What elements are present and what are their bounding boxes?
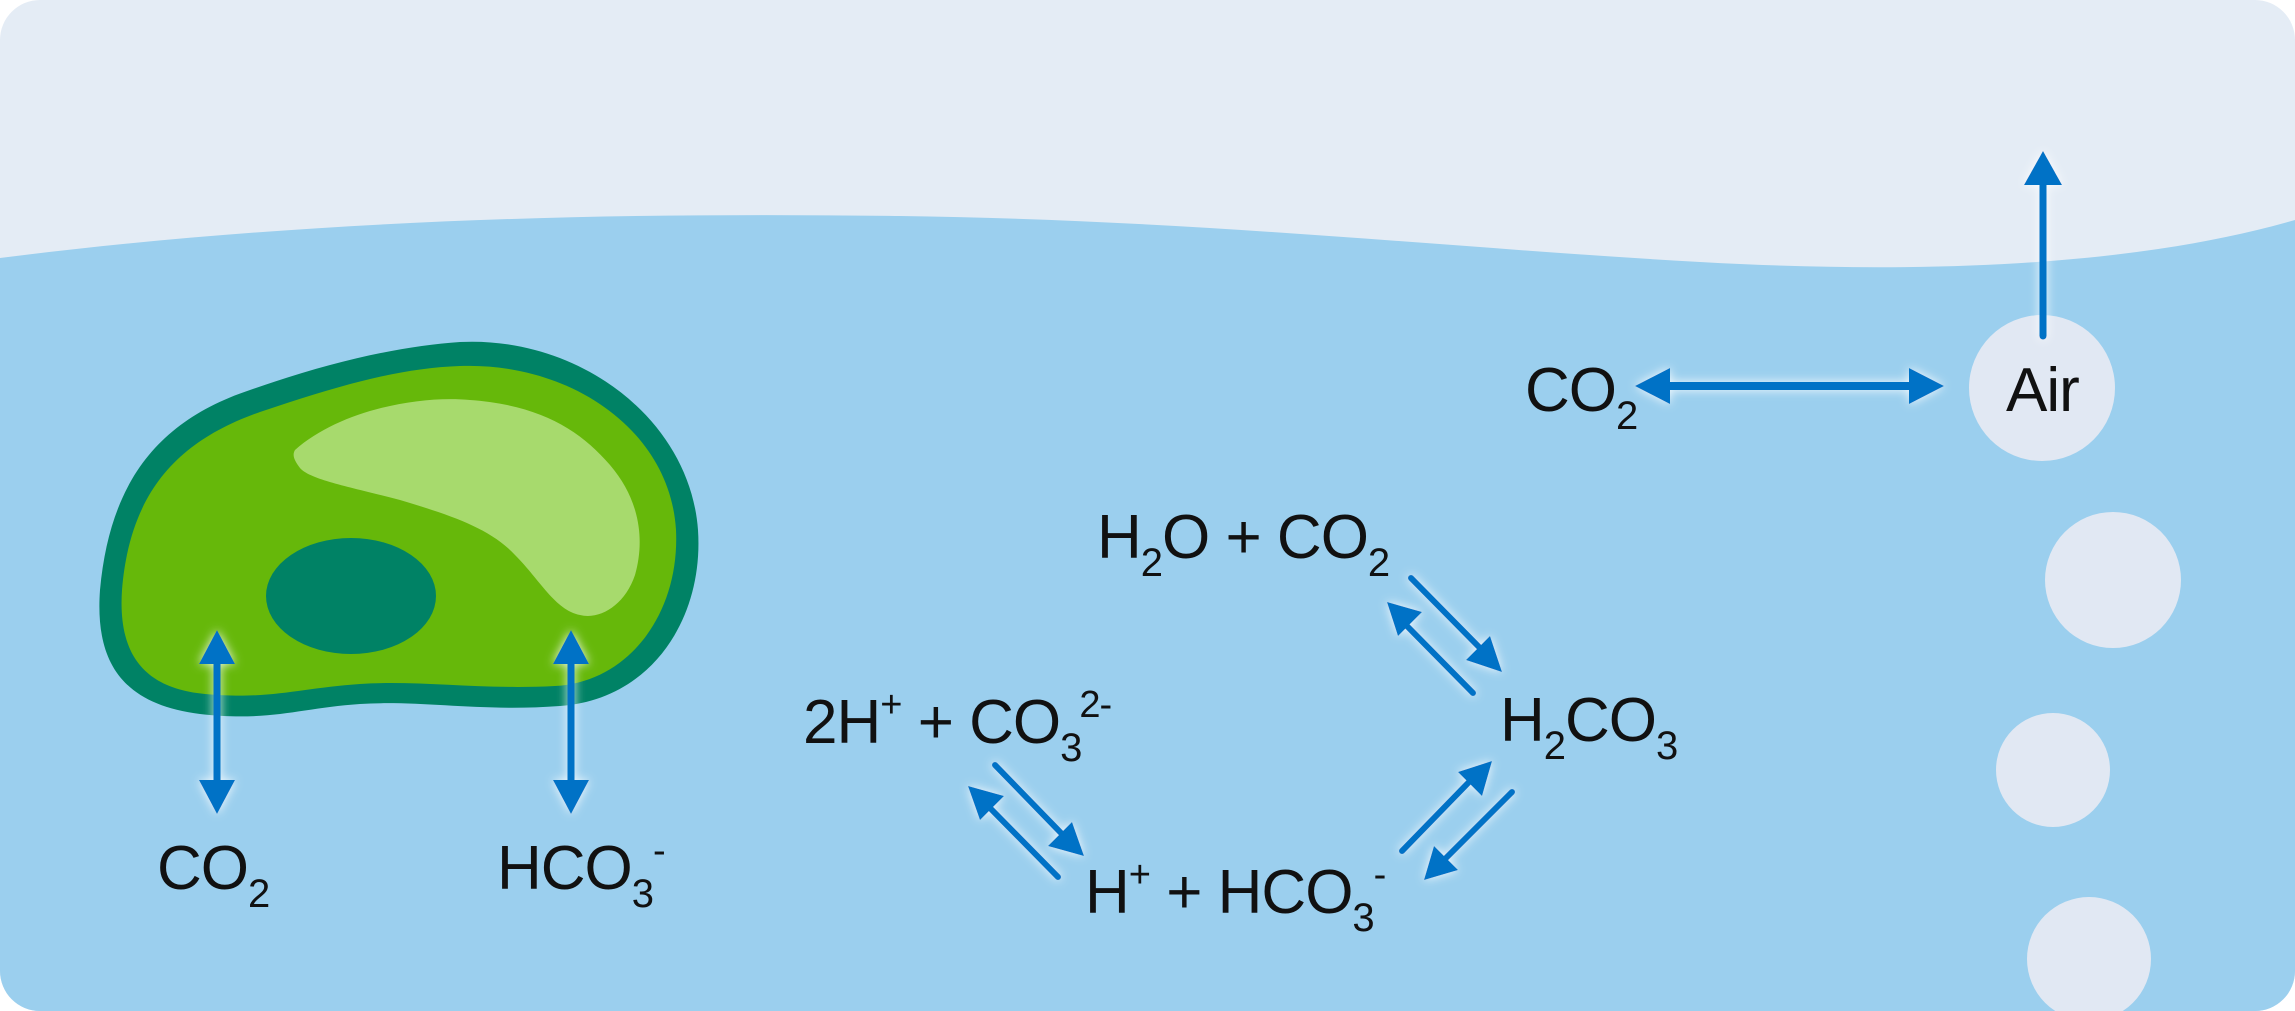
eq-subscript: 3 [1352,896,1374,940]
equation-carbonic-acid: H2CO3 [1500,690,1678,767]
bubble [2045,512,2181,648]
co2-exchange-arrow [199,630,235,814]
cell-hco3-label: HCO3- [497,832,666,914]
eq-part: H [1085,858,1130,927]
hco3-charge: - [653,830,666,872]
eq-subscript: 2 [1367,541,1390,585]
equilibrium-arrows-bottom-left [968,762,1084,880]
eq-part: H [1500,686,1545,755]
surface-co2-label: CO2 [1525,360,1638,437]
equation-bicarbonate: H+ + HCO3- [1085,856,1386,938]
eq-subscript: 2 [1543,724,1566,768]
hco3-exchange-arrow [553,630,589,814]
co2-air-exchange-arrow [1635,368,1944,404]
eq-charge: - [1373,854,1387,896]
eq-charge: + [1128,854,1151,896]
equilibrium-arrows-bottom-right [1399,761,1515,880]
eq-part: CO [1565,686,1657,755]
eq-part: + CO [901,688,1061,757]
eq-subscript: 2 [1140,541,1163,585]
eq-part: + HCO [1149,858,1353,927]
bubble [1996,713,2110,827]
eq-part: O + CO [1162,503,1369,572]
eq-subscript: 3 [1656,724,1678,768]
eq-part: 2H [803,688,881,757]
chloroplast [293,399,640,616]
equilibrium-arrows-top-right [1387,575,1502,696]
hco3-subscript: 3 [631,872,654,916]
co2-subscript: 2 [248,872,270,916]
eq-subscript: 3 [1060,726,1082,770]
co2-text: CO [157,834,249,903]
algal-cell [99,341,699,717]
hco3-text: HCO [497,834,633,903]
bubble [2027,897,2151,1011]
air-bubble-label: Air [2006,360,2080,422]
co2-text: CO [1525,356,1617,425]
eq-charge: + [880,684,902,726]
equation-water-co2: H2O + CO2 [1097,507,1390,584]
equation-carbonate: 2H+ + CO32- [803,686,1112,768]
eq-charge: 2- [1079,684,1112,726]
air-bubble [1969,315,2115,461]
nucleus [266,538,436,654]
air-escape-arrow [2024,151,2062,340]
cell-co2-label: CO2 [157,838,270,915]
air-text: Air [2006,356,2080,425]
co2-subscript: 2 [1616,394,1638,438]
eq-part: H [1097,503,1142,572]
